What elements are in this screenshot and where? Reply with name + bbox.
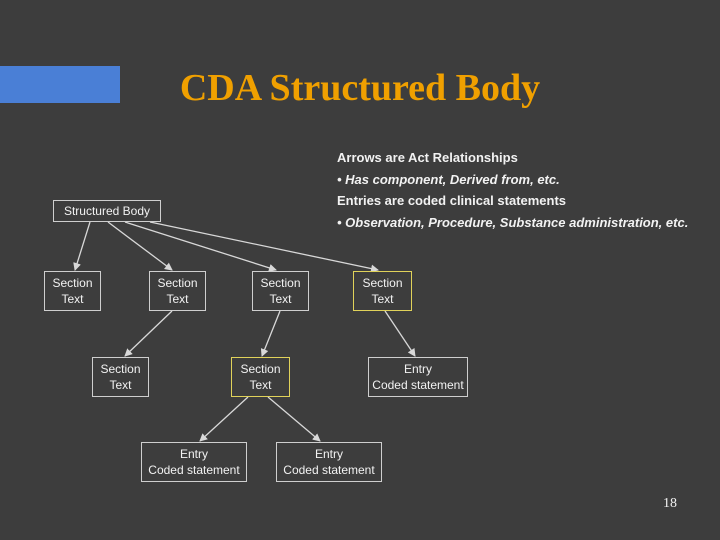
arrow-root-s1 — [73, 221, 91, 271]
notes-line-3: Entries are coded clinical statements — [337, 193, 567, 208]
section-node-3: Section Text — [252, 271, 309, 311]
notes-line-2: • Has component, Derived from, etc. — [337, 171, 560, 187]
entry-node-2: Entry Coded statement — [276, 442, 382, 482]
node-title: Section — [100, 362, 141, 376]
node-subtitle: Text — [166, 292, 189, 306]
notes: Arrows are Act Relationships • Has compo… — [337, 147, 720, 233]
node-title: Entry — [179, 447, 208, 461]
node-title: Section — [52, 276, 93, 290]
notes-line-4: • Observation, Procedure, Substance admi… — [337, 214, 689, 230]
section-node-6: Section Text — [231, 357, 290, 397]
node-subtitle: Text — [269, 292, 292, 306]
arrow-s6-e2 — [267, 396, 321, 442]
section-node-2: Section Text — [149, 271, 206, 311]
section-node-1: Section Text — [44, 271, 101, 311]
arrow-s6-e1 — [199, 396, 249, 442]
node-title: Section — [260, 276, 301, 290]
node-subtitle: Text — [249, 378, 272, 392]
node-title: Section — [240, 362, 281, 376]
arrow-root-s2 — [107, 221, 173, 271]
arrow-root-s4 — [149, 221, 379, 273]
node-subtitle: Coded statement — [372, 378, 464, 392]
page-number: 18 — [663, 496, 677, 511]
section-node-5: Section Text — [92, 357, 149, 397]
arrow-s3-s6 — [260, 310, 281, 357]
accent-bar — [0, 66, 120, 103]
slide-title: CDA Structured Body — [179, 67, 541, 109]
node-title: Entry — [403, 362, 432, 376]
entry-node-3: Entry Coded statement — [368, 357, 468, 397]
section-node-4: Section Text — [353, 271, 412, 311]
node-subtitle: Text — [109, 378, 132, 392]
node-subtitle: Coded statement — [283, 463, 375, 477]
arrow-s2-s5 — [124, 310, 173, 357]
arrow-root-s3 — [124, 221, 277, 272]
node-subtitle: Text — [61, 292, 84, 306]
notes-line-1: Arrows are Act Relationships — [337, 150, 518, 165]
node-title: Entry — [314, 447, 343, 461]
node-subtitle: Coded statement — [148, 463, 240, 477]
node-label: Structured Body — [63, 204, 151, 218]
node-title: Section — [362, 276, 403, 290]
entry-node-1: Entry Coded statement — [141, 442, 247, 482]
node-subtitle: Text — [371, 292, 394, 306]
node-title: Section — [157, 276, 198, 290]
structured-body-node: Structured Body — [53, 200, 161, 222]
arrow-s4-e3 — [384, 310, 416, 357]
